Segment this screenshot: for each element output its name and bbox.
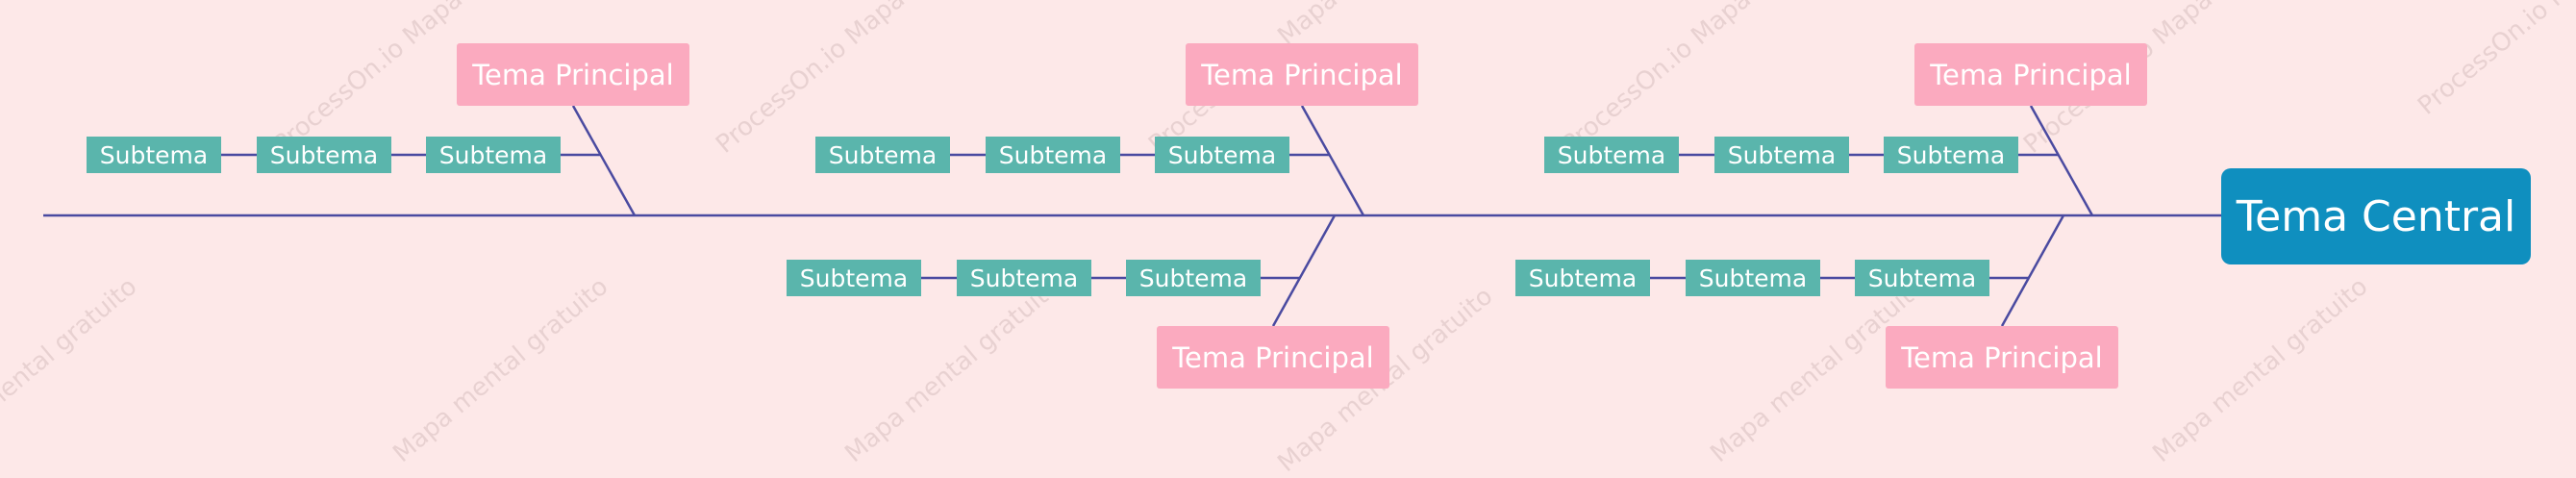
subtopic[interactable]: Subtema — [1126, 260, 1261, 296]
subtopic[interactable]: Subtema — [87, 137, 221, 173]
branch-bone — [571, 105, 637, 216]
connector-lines — [43, 105, 2221, 327]
subtopic[interactable]: Subtema — [1155, 137, 1289, 173]
subtopic[interactable]: Subtema — [957, 260, 1091, 296]
main-topic[interactable]: Tema Principal — [1914, 43, 2147, 106]
subtopic[interactable]: Subtema — [1884, 137, 2018, 173]
subtopic[interactable]: Subtema — [1686, 260, 1820, 296]
subtopic[interactable]: Subtema — [1544, 137, 1679, 173]
main-topic[interactable]: Tema Principal — [1157, 326, 1389, 389]
main-topic[interactable]: Tema Principal — [457, 43, 689, 106]
branch-bone — [1300, 105, 1365, 216]
main-topic[interactable]: Tema Principal — [1186, 43, 1418, 106]
subtopic[interactable]: Subtema — [986, 137, 1120, 173]
branch-bone — [2000, 214, 2065, 327]
branch-bone — [2029, 105, 2094, 216]
central-topic[interactable]: Tema Central — [2221, 168, 2531, 264]
subtopic[interactable]: Subtema — [1714, 137, 1849, 173]
subtopic[interactable]: Subtema — [1515, 260, 1650, 296]
subtopic[interactable]: Subtema — [1855, 260, 1989, 296]
main-topic[interactable]: Tema Principal — [1886, 326, 2118, 389]
subtopic[interactable]: Subtema — [815, 137, 950, 173]
subtopic[interactable]: Subtema — [787, 260, 921, 296]
branch-bone — [1271, 214, 1337, 327]
subtopic[interactable]: Subtema — [257, 137, 391, 173]
subtopic[interactable]: Subtema — [426, 137, 561, 173]
